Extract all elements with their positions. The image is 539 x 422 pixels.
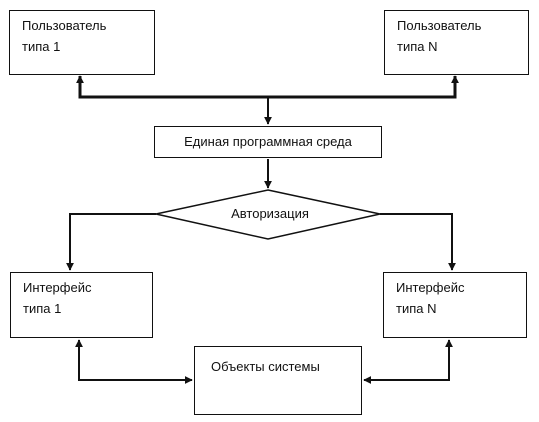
node-unified-environment-label: Единая программная среда: [184, 134, 352, 149]
node-system-objects: Объекты системы: [194, 346, 362, 415]
node-interface-type-1: Интерфейс типа 1: [10, 272, 153, 338]
node-unified-environment: Единая программная среда: [154, 126, 382, 158]
node-user-type-n: Пользователь типа N: [384, 10, 529, 75]
connector-auth-to-iface1: [66, 213, 156, 271]
authorization-diamond: [155, 189, 381, 240]
authorization-label: Авторизация: [231, 206, 309, 221]
node-system-objects-label: Объекты системы: [211, 359, 320, 374]
connector-bus-users: [76, 75, 459, 99]
node-interface-type-n: Интерфейс типа N: [383, 272, 527, 338]
connector-iface1-objects: [75, 339, 193, 384]
node-user-type-n-label: Пользователь типа N: [397, 18, 482, 54]
node-interface-type-n-label: Интерфейс типа N: [396, 280, 465, 316]
node-user-type-1: Пользователь типа 1: [9, 10, 155, 75]
node-user-type-1-label: Пользователь типа 1: [22, 18, 107, 54]
node-interface-type-1-label: Интерфейс типа 1: [23, 280, 92, 316]
connector-ifaceN-objects: [363, 339, 453, 384]
connector-auth-to-ifaceN: [380, 213, 456, 271]
